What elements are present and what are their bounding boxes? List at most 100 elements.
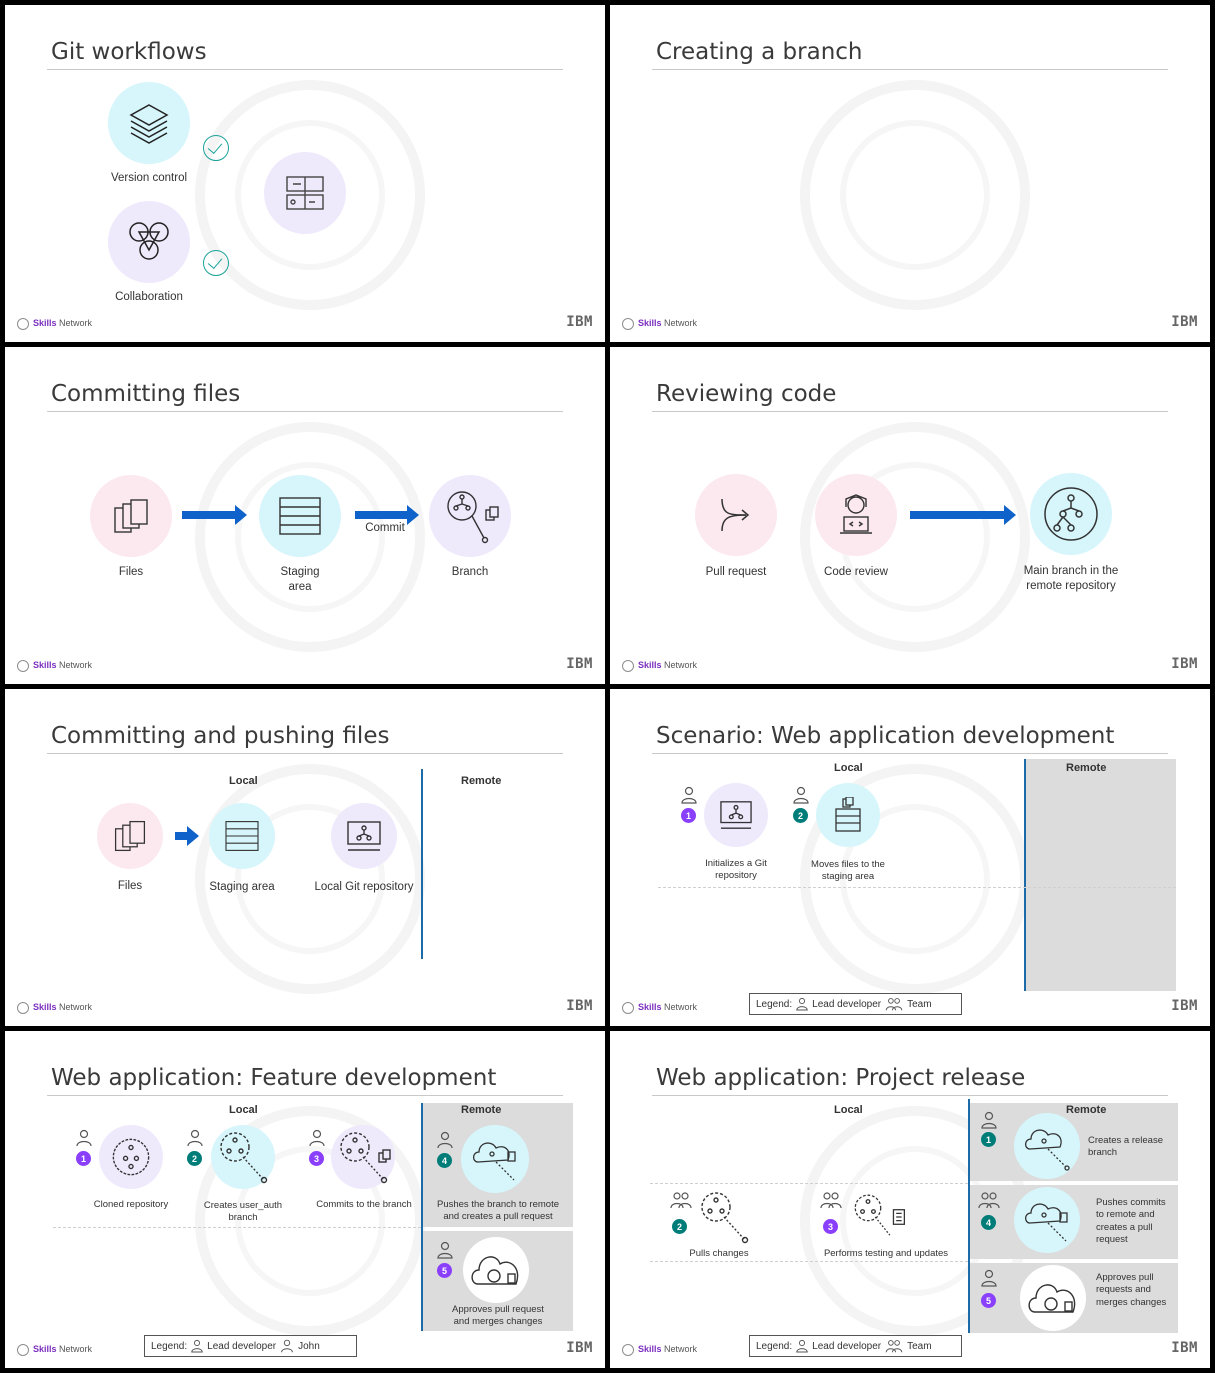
step-badge: 3 [823,1219,838,1234]
john-icon [187,1129,203,1147]
lane-divider [658,887,1176,888]
step-badge: 4 [981,1215,996,1230]
skills-network-logo [17,318,29,330]
ibm-logo: IBM [1171,314,1198,330]
remote-header: Remote [461,775,502,787]
slide-committing-pushing[interactable]: Committing and pushing files Local Remot… [5,689,605,1026]
step2-label: Moves files to the staging area [811,859,885,883]
local-repo-label: Local Git repository [314,881,414,893]
push-commits-circle [1014,1187,1080,1253]
step1-label: Initializes a Git repository [705,858,767,882]
step-badge: 2 [672,1219,687,1234]
pull-request-label: Pull request [705,566,767,578]
step4-label: Pushes commits to remote and creates a p… [1096,1197,1166,1246]
watermark [800,80,1030,310]
slide-creating-branch[interactable]: Creating a branch Skills Network IBM [610,5,1210,342]
cloud-repository-icon [1028,1284,1076,1313]
skills-network-logo [622,1002,634,1014]
local-header: Local [229,775,258,787]
footer-brand: Skills Network [638,318,698,328]
slide-title: Web application: Feature development [51,1065,497,1091]
john-icon [281,1339,294,1353]
remote-panel [1026,759,1176,991]
slide-feature-development[interactable]: Web application: Feature development Loc… [5,1031,605,1368]
skills-network-logo [17,1344,29,1356]
slide-reviewing-code[interactable]: Reviewing code Pull request Code review … [610,347,1210,684]
staging-circle [209,803,275,869]
slide-scenario[interactable]: Scenario: Web application development Lo… [610,689,1210,1026]
commit-branch-circle [331,1125,395,1189]
footer-brand: Skills Network [33,1344,93,1354]
title-rule [652,411,1168,412]
local-header: Local [834,762,863,774]
remote-header: Remote [1066,1104,1107,1116]
ibm-logo: IBM [1171,656,1198,672]
step-badge: 2 [793,808,808,823]
step-badge: 4 [437,1153,452,1168]
release-branch-circle [1014,1113,1080,1179]
step1-label: Creates a release branch [1088,1135,1163,1159]
merge-circle [463,1237,529,1303]
team-icon [885,998,903,1011]
ibm-logo: IBM [566,656,593,672]
step5-label: Approves pull request and merges changes [452,1304,544,1328]
remote-header: Remote [461,1104,502,1116]
staging-icon [835,797,861,832]
files-circle [97,803,163,869]
step1-label: Cloned repository [93,1199,169,1210]
init-repo-circle [704,783,768,847]
team-icon [885,1340,903,1353]
skills-network-logo [17,1002,29,1014]
collaboration-circle [108,201,190,283]
lane-divider [650,1261,968,1262]
version-control-label: Version control [110,172,188,184]
merge-circle [1020,1265,1086,1331]
cloud-branch-icon [1024,1203,1068,1242]
slide-committing-files[interactable]: Committing files Files Staging area Comm… [5,347,605,684]
ibm-logo: IBM [566,314,593,330]
slide-title: Scenario: Web application development [656,723,1115,749]
collaboration-icon [129,222,169,260]
main-branch-circle [1030,473,1112,555]
lead-developer-icon [437,1241,453,1259]
slide-title: Creating a branch [656,39,863,65]
footer-brand: Skills Network [33,1002,93,1012]
branch-icon [340,1132,391,1184]
cloned-repo-circle [99,1125,163,1189]
step3-label: Commits to the branch [316,1199,412,1210]
staging-icon [279,497,321,535]
step2-label: Pulls changes [689,1248,749,1259]
slide-git-workflows[interactable]: Git workflows Version control Collaborat… [5,5,605,342]
footer-brand: Skills Network [33,318,93,328]
step-badge: 1 [76,1151,91,1166]
slide-project-release[interactable]: Web application: Project release Local R… [610,1031,1210,1368]
local-remote-divider [968,1099,970,1333]
step5-label: Approves pull requests and merges change… [1096,1272,1167,1308]
files-icon [114,499,148,533]
pull-request-icon [721,498,750,532]
footer-brand: Skills Network [638,1344,698,1354]
arrow-icon [175,826,199,846]
legend: Legend: Lead developer John [144,1335,357,1357]
staging-icon [225,821,259,851]
lead-developer-icon [796,997,808,1011]
slide-title: Web application: Project release [656,1065,1026,1091]
legend: Legend: Lead developer Team [749,993,962,1015]
lead-developer-icon [981,1111,997,1129]
create-branch-circle [211,1125,275,1189]
local-header: Local [834,1104,863,1116]
step-badge: 1 [981,1132,996,1147]
skills-network-logo [622,660,634,672]
watermark [195,764,425,994]
cloud-branch-icon [1024,1129,1070,1171]
step2-label: Creates user_auth branch [203,1200,283,1224]
repository-icon [1044,487,1098,541]
repository-icon [347,821,381,851]
collaboration-label: Collaboration [115,291,183,303]
footer-brand: Skills Network [33,660,93,670]
local-remote-divider [421,769,423,959]
branch-icon [447,491,499,544]
title-rule [47,753,563,754]
team-icon [670,1192,692,1209]
staging-circle [816,783,880,847]
